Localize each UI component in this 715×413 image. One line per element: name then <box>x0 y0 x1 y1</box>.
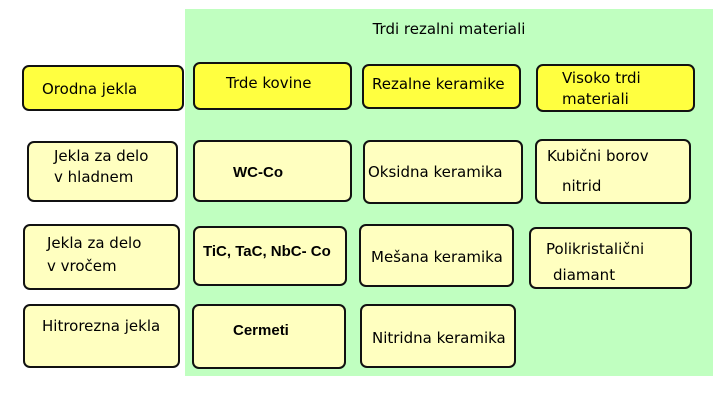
item-label: TiC, TaC, NbC- Co <box>203 243 331 260</box>
item-label: Nitridna keramika <box>372 329 506 347</box>
item-wc-co: WC-Co <box>193 140 352 202</box>
group-title: Trdi rezalni materiali <box>372 20 526 38</box>
item-label: Cermeti <box>233 322 289 339</box>
item-mixed-ceramics: Mešana keramika <box>359 224 514 287</box>
header-label: Orodna jekla <box>42 80 138 98</box>
header-label: Trde kovine <box>226 74 312 92</box>
item-cold-work-steels: Jekla za delo v hladnem <box>27 141 178 202</box>
item-label: Oksidna keramika <box>368 163 503 181</box>
item-label: Kubični borov <box>547 147 649 165</box>
item-polycrystalline-diamond: Polikristalični diamant <box>529 227 692 289</box>
header-label: Rezalne keramike <box>372 75 505 93</box>
item-high-speed-steels: Hitrorezna jekla <box>23 304 180 368</box>
item-nitride-ceramics: Nitridna keramika <box>360 304 516 368</box>
item-label: v vročem <box>47 257 117 275</box>
header-label: materiali <box>562 90 629 108</box>
header-superhard-materials: Visoko trdi materiali <box>536 64 695 112</box>
item-label: diamant <box>553 266 616 284</box>
header-cutting-ceramics: Rezalne keramike <box>362 64 521 109</box>
item-label: Jekla za delo <box>54 147 149 165</box>
item-label: WC-Co <box>233 164 283 181</box>
item-hot-work-steels: Jekla za delo v vročem <box>23 224 180 290</box>
item-label: Mešana keramika <box>371 248 503 266</box>
item-label: nitrid <box>562 177 602 195</box>
item-label: v hladnem <box>54 168 134 186</box>
item-label: Jekla za delo <box>47 234 142 252</box>
header-tool-steels: Orodna jekla <box>22 65 184 111</box>
item-tic-tac-nbc-co: TiC, TaC, NbC- Co <box>193 226 347 286</box>
item-label: Polikristalični <box>546 240 645 258</box>
item-label: Hitrorezna jekla <box>42 317 161 335</box>
item-oxide-ceramics: Oksidna keramika <box>363 140 523 204</box>
header-hard-metals: Trde kovine <box>193 62 352 110</box>
header-label: Visoko trdi <box>562 69 641 87</box>
item-cubic-boron-nitride: Kubični borov nitrid <box>535 139 691 204</box>
item-cermets: Cermeti <box>192 304 346 369</box>
